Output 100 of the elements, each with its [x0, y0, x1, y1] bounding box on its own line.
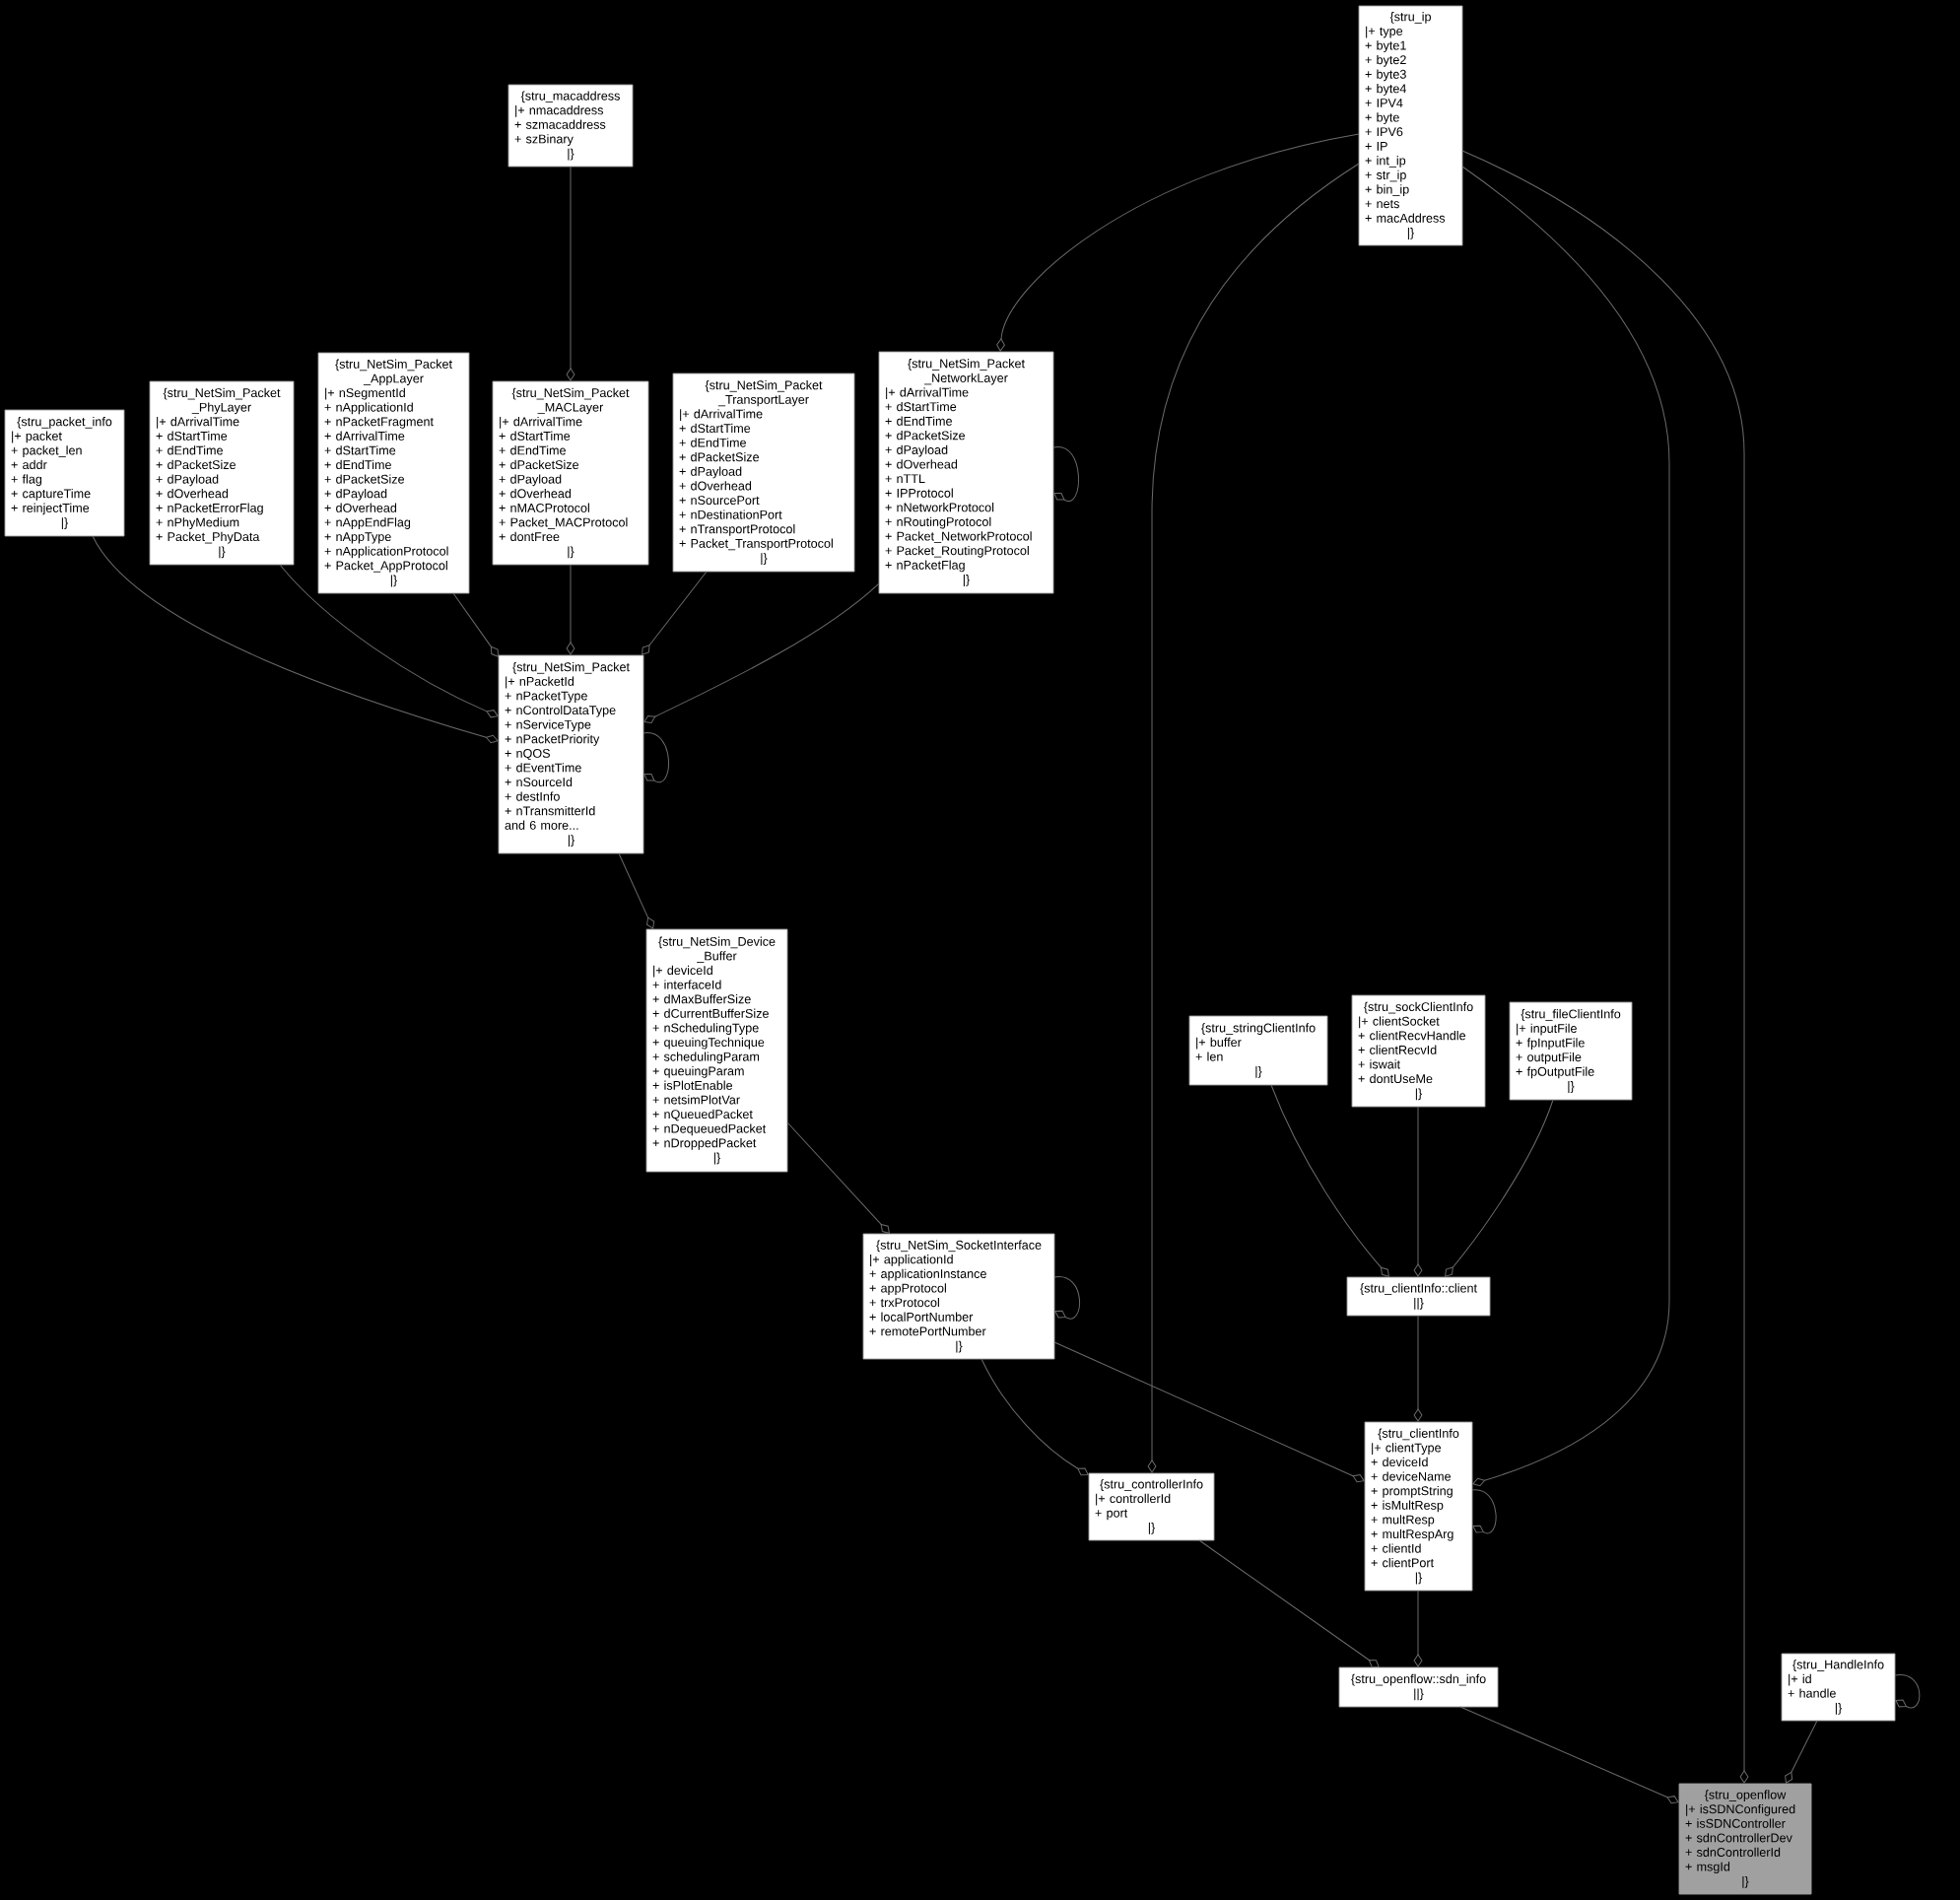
field-entry: + nAppType: [324, 532, 391, 544]
connector: [643, 582, 880, 723]
field-entry: + byte2: [1365, 54, 1406, 67]
field-entry: + nPacketErrorFlag: [156, 503, 263, 515]
field-entry: + sdnControllerDev: [1685, 1833, 1792, 1843]
field-entry: + Packet_RoutingProtocol: [885, 545, 1029, 558]
field-entry: + iswait: [1358, 1059, 1400, 1069]
field-entry: + byte1: [1365, 40, 1406, 53]
field-entry: |+ clientType: [1372, 1443, 1441, 1455]
field-entry: + dStartTime: [885, 401, 957, 412]
closing-brace: |}: [1415, 1088, 1423, 1101]
struct-box: [672, 373, 855, 573]
struct-box: [1358, 5, 1463, 246]
field-entry: + dPayload: [499, 474, 562, 487]
field-entry: + dArrivalTime: [324, 431, 405, 441]
field-entry: |+ nmacaddress: [515, 105, 603, 117]
struct-box: [507, 84, 634, 168]
closing-brace: |}: [1255, 1066, 1262, 1078]
field-entry: |+ applicationId: [870, 1255, 953, 1266]
connector: [1461, 166, 1670, 1487]
struct-name: {stru_NetSim_Packet _AppLayer: [335, 359, 452, 385]
closing-brace: |}: [390, 575, 397, 587]
field-entry: + Packet_NetworkProtocol: [885, 531, 1032, 543]
closing-brace: |}: [568, 546, 574, 559]
connector: [1413, 1106, 1423, 1277]
field-entry: + dPacketSize: [156, 459, 237, 470]
field-entry: + multRespArg: [1371, 1528, 1453, 1541]
closing-brace: |}: [219, 546, 226, 559]
closing-brace: |}: [1568, 1081, 1575, 1093]
field-entry: |+ isSDNConfigured: [1686, 1803, 1795, 1816]
field-entry: + nPacketPriority: [505, 734, 600, 746]
closing-brace: |}: [1407, 228, 1415, 239]
field-entry: + dCurrentBufferSize: [652, 1008, 769, 1018]
field-entry: + msgId: [1685, 1862, 1730, 1874]
field-entry: + sdnControllerId: [1685, 1847, 1781, 1857]
struct-name: {stru_stringClientInfo: [1201, 1023, 1316, 1035]
field-entry: + dEventTime: [505, 763, 581, 773]
connector: [1413, 1590, 1423, 1667]
struct-box: [498, 654, 644, 854]
field-entry: + dEndTime: [156, 445, 223, 455]
field-entry: |+ controllerId: [1096, 1493, 1171, 1506]
field-entry: + nSourceId: [505, 777, 573, 787]
struct-name: {stru_sockClientInfo: [1364, 1001, 1473, 1014]
field-entry: + flag: [11, 474, 42, 487]
field-entry: + nPacketFlag: [885, 560, 965, 573]
struct-box: [1188, 1015, 1328, 1086]
closing-brace: |}: [568, 148, 574, 161]
field-entry: + dStartTime: [156, 431, 228, 441]
field-entry: + Packet_AppProtocol: [324, 561, 447, 573]
closing-brace: |}: [963, 575, 971, 586]
field-entry: + dOverhead: [156, 489, 229, 499]
field-entry: + IPV4: [1365, 99, 1403, 107]
closing-brace: |}: [1415, 1572, 1423, 1585]
field-entry: + deviceName: [1371, 1471, 1452, 1481]
closing-brace: |}: [1148, 1523, 1156, 1534]
field-entry: + remotePortNumber: [869, 1326, 986, 1336]
field-entry: + IPV6: [1365, 127, 1403, 137]
field-entry: + dStartTime: [679, 423, 751, 434]
field-entry: + applicationInstance: [869, 1268, 986, 1281]
struct-box: [645, 928, 788, 1173]
closing-brace: |}: [1835, 1703, 1843, 1715]
connector: [1471, 1489, 1497, 1534]
field-entry: + appProtocol: [869, 1283, 946, 1296]
struct-name: {stru_NetSim_Packet _TransportLayer: [705, 380, 823, 407]
field-entry: + nApplicationProtocol: [324, 546, 448, 559]
field-entry: + nDroppedPacket: [652, 1138, 757, 1150]
field-entry: + dontUseMe: [1358, 1073, 1433, 1084]
struct-box: [1088, 1472, 1215, 1541]
field-entry: + destInfo: [505, 791, 560, 801]
field-entry: + byte4: [1365, 84, 1406, 96]
struct-name: {stru_HandleInfo: [1792, 1660, 1884, 1671]
closing-brace: ||}: [1414, 1688, 1424, 1701]
field-entry: + nMACProtocol: [499, 503, 589, 512]
connector: [1894, 1674, 1921, 1709]
connector: [452, 592, 499, 657]
field-entry: + dOverhead: [499, 489, 572, 499]
closing-brace: |}: [761, 553, 768, 565]
field-entry: |+ nSegmentId: [325, 387, 405, 400]
connector: [996, 133, 1360, 352]
struct-box: [1509, 1001, 1633, 1101]
field-entry: + nApplicationId: [324, 402, 413, 415]
connector: [1198, 1539, 1380, 1667]
field-entry: + byte: [1365, 112, 1399, 125]
connector: [1785, 1720, 1818, 1784]
connector: [566, 166, 575, 381]
field-entry: + addr: [11, 459, 47, 470]
field-entry: + dEndTime: [885, 416, 952, 426]
field-entry: + multResp: [1371, 1515, 1435, 1527]
field-entry: + nQOS: [505, 748, 550, 761]
field-entry: + dontFree: [499, 531, 560, 542]
field-entry: |+ dArrivalTime: [680, 409, 763, 421]
field-entry: + nControlDataType: [505, 705, 616, 717]
field-entry: |+ nPacketId: [506, 676, 574, 689]
field-entry: + port: [1095, 1509, 1128, 1521]
connector: [1445, 1099, 1554, 1277]
struct-box: [1338, 1666, 1499, 1708]
connector: [1053, 1276, 1080, 1320]
field-entry: + netsimPlotVar: [652, 1095, 740, 1105]
field-entry: + dStartTime: [499, 431, 571, 441]
struct-name: {stru_controllerInfo: [1100, 1479, 1203, 1491]
